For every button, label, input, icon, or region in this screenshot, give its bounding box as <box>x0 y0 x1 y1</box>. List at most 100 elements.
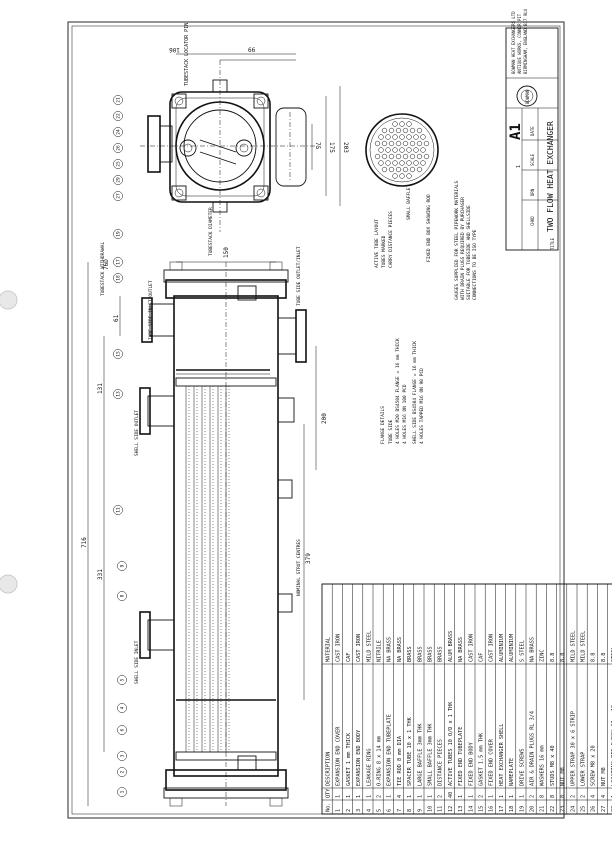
tube-hole <box>409 153 416 160</box>
parts-list-cell: NUT M8 <box>560 767 566 786</box>
item-balloon: 27 <box>113 191 123 201</box>
tube-hole <box>406 173 412 179</box>
parts-list-cell: 8.8 <box>591 653 597 662</box>
parts-list-cell: NUT M8 <box>601 767 607 786</box>
parts-list-cell: 1 <box>417 795 423 798</box>
parts-list-cell: 1 <box>356 795 362 798</box>
parts-list-cell: 4 <box>601 795 607 798</box>
drawing-border <box>67 21 565 819</box>
parts-list-cell: CAST IRON <box>468 634 474 662</box>
parts-list-cell: 25 <box>581 806 587 812</box>
drawing-inner-border <box>71 25 561 815</box>
parts-list-cell: 10 <box>428 806 434 812</box>
parts-list-cell: 19 <box>519 806 525 812</box>
item-balloon: 19 <box>113 229 123 239</box>
parts-list-cell: 8 <box>560 795 566 798</box>
parts-list-cell: 1 <box>366 795 372 798</box>
parts-list-cell: CAST IRON <box>489 634 495 662</box>
svg-text:1: 1 <box>120 790 126 793</box>
parts-list-cell: 26 <box>591 806 597 812</box>
dim-61: 61 <box>113 314 120 322</box>
svg-text:24: 24 <box>116 129 122 135</box>
svg-text:27: 27 <box>116 193 122 199</box>
tube-hole <box>423 140 430 147</box>
tube-layout-line-1: ACTIVE TUBE LAYOUT <box>374 219 380 268</box>
parts-list-cell: CAST IRON <box>356 634 362 662</box>
tube-hole <box>416 140 423 147</box>
parts-list-cell: GASKET 1.5 mm THK <box>479 732 485 786</box>
parts-list-cell: 9 <box>417 809 423 812</box>
tube-hole <box>409 166 416 173</box>
tube-hole <box>413 160 419 166</box>
parts-list-cell: BRASS <box>428 646 434 662</box>
parts-list-header: MATERIAL <box>326 637 332 662</box>
parts-list-cell: 17 <box>499 806 505 812</box>
parts-list-cell: 18 <box>509 806 515 812</box>
dim-175: 175 <box>328 142 335 153</box>
tube-hole <box>416 153 423 160</box>
drawing-title: TWO FLOW HEAT EXCHANGER <box>546 121 555 232</box>
parts-list-cell: 6 <box>387 809 393 812</box>
parts-list-cell: ACTIVE TUBES 10 O/D x 1 THK <box>448 701 454 786</box>
tube-hole <box>399 173 405 179</box>
tube-hole <box>392 147 398 153</box>
tube-hole <box>392 173 398 179</box>
item-balloon: 25 <box>113 159 123 169</box>
parts-list-cell: BRASS <box>417 646 423 662</box>
svg-text:18: 18 <box>116 275 122 281</box>
tube-hole <box>388 140 395 147</box>
dim-716: 716 <box>81 537 88 548</box>
tube-hole <box>374 140 381 147</box>
flange-details: FLANGE DETAILS TUBE SIDE 4 HOLES M20 BS4… <box>380 338 425 444</box>
tube-hole <box>420 134 426 140</box>
parts-list-cell: 40 <box>448 792 454 798</box>
parts-list-cell: NITRILE <box>377 640 383 662</box>
svg-text:8: 8 <box>120 594 126 597</box>
parts-list-cell: 5 <box>377 809 383 812</box>
tube-hole <box>378 134 384 140</box>
parts-list-cell: LEAKAGE RING <box>366 749 372 786</box>
svg-text:5: 5 <box>120 678 126 681</box>
tube-hole <box>381 153 388 160</box>
parts-list-cell: 24 <box>570 806 576 812</box>
tube-hole <box>409 127 416 134</box>
dim-150: 150 <box>223 247 230 258</box>
item-balloon: 18 <box>113 273 123 283</box>
parts-list-cell: 27 <box>601 806 607 812</box>
label-tubestack-locator-pin: TUBESTACK LOCATOR PIN <box>184 23 190 86</box>
item-balloon: 17 <box>113 257 123 267</box>
label-tubestack-diameter: TUBESTACK DIAMETER <box>208 207 214 256</box>
parts-list-cell: NA BRASS <box>530 637 536 662</box>
tube-layout-line-2: TUBES MARKED <box>381 235 387 268</box>
tube-hole <box>423 153 430 160</box>
item-balloon: 26 <box>113 143 123 153</box>
dim-75: 75 <box>314 142 321 150</box>
tube-hole <box>395 127 402 134</box>
parts-list-cell: EXPANSION END BODY <box>356 729 362 786</box>
flange-detail-line-5: 4 HOLES TAPPED M16 ON 90 PCD <box>419 368 425 444</box>
svg-text:29: 29 <box>116 177 122 183</box>
parts-list-cell: 1 <box>458 795 464 798</box>
svg-text:17: 17 <box>116 259 122 265</box>
svg-text:11: 11 <box>116 507 122 513</box>
tube-hole <box>388 153 395 160</box>
parts-list-cell: 2 <box>438 795 444 798</box>
date-label: DATE <box>530 126 535 136</box>
parts-list-cell: HEAT EXCHANGER SHELL <box>499 724 505 786</box>
punch-hole-top <box>0 290 18 310</box>
parts-list-cell: 1 <box>428 795 434 798</box>
tube-hole <box>402 166 409 173</box>
tube-hole <box>381 127 388 134</box>
company-logo: BOWMAN <box>516 85 538 107</box>
note-line-3: SUITABLE FOR TUBESIDE AND SHELLSIDE <box>466 205 472 300</box>
item-balloon: 3 <box>117 751 127 761</box>
parts-list-cell: CAF <box>346 653 352 662</box>
parts-list-cell: 4 <box>366 809 372 812</box>
parts-list-cell: 1 <box>407 795 413 798</box>
label-tube-side-inlet: TUBE SIDE INLET/OUTLET <box>148 280 154 340</box>
flange-detail-line-1: TUBE SIDE <box>388 419 394 444</box>
tube-hole <box>420 147 426 153</box>
parts-list-cell: 23 <box>560 806 566 812</box>
